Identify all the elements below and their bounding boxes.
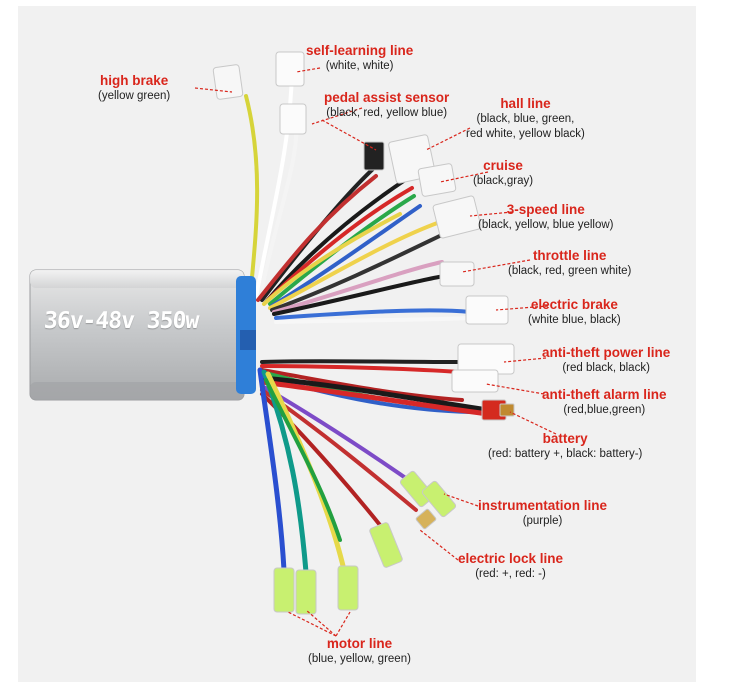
callout-subtitle: (red,blue,green) <box>563 404 646 416</box>
callout-title: pedal assist sensor <box>324 90 450 105</box>
callout-self-learning: self-learning line (white, white) <box>306 43 413 74</box>
callout-motor: motor line (blue, yellow, green) <box>308 636 411 667</box>
callout-title: hall line <box>500 96 551 111</box>
callout-cruise: cruise (black,gray) <box>473 158 533 189</box>
callout-electric-lock: electric lock line (red: +, red: -) <box>458 551 563 582</box>
callout-anti-theft-power: anti-theft power line (red black, black) <box>542 345 670 376</box>
callout-subtitle: (black,gray) <box>473 175 534 187</box>
callout-hall: hall line (black, blue, green, red white… <box>466 96 585 142</box>
callout-title: 3-speed line <box>506 202 585 217</box>
callout-title: electric brake <box>530 297 618 312</box>
callout-title: battery <box>542 431 588 446</box>
callout-subtitle: (black, blue, green, <box>476 113 575 125</box>
connectors <box>212 51 515 615</box>
callout-pedal-assist: pedal assist sensor (black, red, yellow … <box>324 90 449 121</box>
callout-subtitle: (white, white) <box>325 60 394 72</box>
callout-subtitle: (red: battery +, black: battery-) <box>488 448 643 460</box>
callout-title: throttle line <box>532 248 607 263</box>
callout-subtitle: (red: +, red: -) <box>475 568 546 580</box>
callout-subtitle: (black, yellow, blue yellow) <box>478 219 614 231</box>
callout-high-brake: high brake (yellow green) <box>98 73 170 104</box>
upper-wire-bundle <box>244 70 472 324</box>
callout-3-speed: 3-speed line (black, yellow, blue yellow… <box>478 202 614 233</box>
callout-subtitle: (black, red, green white) <box>508 265 632 277</box>
lower-wire-bundle <box>257 359 491 575</box>
callout-title: motor line <box>326 636 393 651</box>
callout-battery: battery (red: battery +, black: battery-… <box>488 431 642 462</box>
callout-subtitle-2: red white, yellow black) <box>466 128 585 140</box>
callout-title: anti-theft power line <box>542 345 671 360</box>
callout-subtitle: (purple) <box>522 515 563 527</box>
callout-title: anti-theft alarm line <box>542 387 667 402</box>
callout-title: self-learning line <box>306 43 414 58</box>
callout-subtitle: (yellow green) <box>98 90 171 102</box>
callout-anti-theft-alarm: anti-theft alarm line (red,blue,green) <box>542 387 667 418</box>
callout-subtitle: (black, red, yellow blue) <box>326 107 448 119</box>
callout-instrumentation: instrumentation line (purple) <box>478 498 607 529</box>
callout-title: instrumentation line <box>478 498 608 513</box>
callout-title: electric lock line <box>458 551 564 566</box>
callout-electric-brake: electric brake (white blue, black) <box>528 297 621 328</box>
callout-subtitle: (red black, black) <box>562 362 650 374</box>
callout-title: high brake <box>99 73 169 88</box>
callout-subtitle: (blue, yellow, green) <box>308 653 411 665</box>
controller-label: 36v-48v 350w <box>43 308 200 334</box>
callout-throttle: throttle line (black, red, green white) <box>508 248 631 279</box>
leader-lines <box>194 67 557 637</box>
controller-box <box>29 269 256 401</box>
callout-title: cruise <box>483 158 523 173</box>
callout-subtitle: (white blue, black) <box>528 314 621 326</box>
